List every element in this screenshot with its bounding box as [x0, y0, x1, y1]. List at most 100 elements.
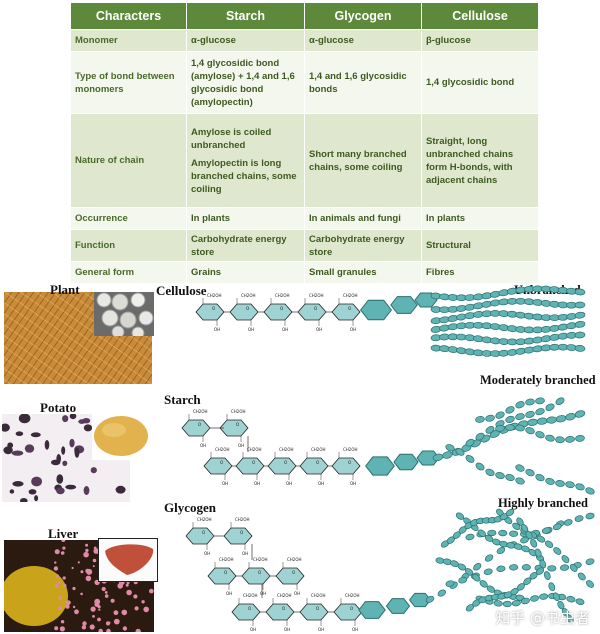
atom-label: OH [318, 481, 324, 486]
chain-bead [505, 415, 515, 424]
chain-bead [457, 563, 467, 571]
chain-bead [495, 425, 505, 432]
atom-label: O [240, 530, 243, 535]
chain-bead [525, 410, 535, 418]
chain-bead [565, 436, 575, 443]
potato-image [94, 416, 148, 456]
atom-label: CH2OH [207, 293, 222, 298]
glucose-ring [219, 419, 249, 437]
chain-monomer [385, 598, 411, 614]
atom-label: OH [248, 327, 254, 332]
atom-label: OH [352, 627, 358, 632]
starch-granule [30, 432, 41, 438]
glycogen-granule [106, 628, 111, 632]
cell-text: In plants [191, 213, 231, 224]
atom-label: O [198, 422, 201, 427]
atom-label: O [348, 460, 351, 465]
chain-bead [505, 508, 515, 517]
table-cell: α-glucose [304, 29, 422, 52]
label-highly-branched: Highly branched [498, 496, 588, 510]
table-cell: Fibres [421, 261, 539, 284]
starch-granule [61, 446, 66, 455]
chain-bead [458, 576, 468, 584]
chain-bead [515, 477, 525, 485]
atom-label: OH [242, 551, 248, 556]
starch-granule [51, 459, 61, 466]
glucose-ring [207, 567, 237, 585]
label-starch: Starch [164, 392, 201, 407]
chain-bead [495, 472, 505, 479]
table-header-row: Characters Starch Glycogen Cellulose [70, 2, 539, 30]
glycogen-granule [92, 558, 97, 563]
atom-label: CH2OH [243, 593, 258, 598]
chain-bead [525, 398, 535, 406]
atom-label: CH2OH [277, 593, 292, 598]
atom-label: OH [284, 627, 290, 632]
starch-granule [62, 415, 69, 423]
atom-label: OH [316, 327, 322, 332]
atom-label: CH2OH [345, 593, 360, 598]
cell-text: Amylose is coiled unbranched [191, 126, 272, 151]
cell-text: Amylopectin is long branched chains, som… [191, 157, 297, 195]
chain-bead [464, 568, 474, 576]
cell-text: β-glucose [426, 35, 471, 46]
chain-bead [574, 410, 586, 418]
starch-granule [74, 447, 80, 458]
glycogen-granule [92, 615, 95, 618]
chain-bead [555, 415, 567, 423]
atom-label: OH [318, 627, 324, 632]
chain-bead [565, 413, 576, 421]
chain-bead [525, 427, 535, 435]
chain-bead [585, 512, 595, 520]
chain-bead [535, 473, 545, 482]
glycogen-granule [134, 606, 139, 611]
cell-text: 1,4 glycosidic bond [426, 77, 515, 88]
label-glycogen: Glycogen [164, 500, 216, 515]
glucose-ring [203, 457, 233, 475]
glycogen-granule [101, 586, 106, 592]
chain-bead [509, 530, 519, 537]
atom-label: O [224, 570, 227, 575]
chain-bead [552, 592, 560, 602]
chain-bead [577, 572, 586, 581]
glycogen-granule [58, 596, 62, 600]
chain-bead [475, 416, 485, 423]
chain-bead [520, 597, 530, 605]
chain-bead [525, 530, 533, 540]
chain-bead [505, 474, 515, 481]
chain-bead [445, 444, 455, 452]
chain-bead [511, 599, 521, 607]
glucose-ring [195, 303, 225, 321]
chain-bead [536, 417, 548, 425]
table-cell: Carbohydrate energy store [186, 229, 305, 262]
chain-bead [555, 436, 565, 444]
cell-text: Grains [191, 267, 222, 278]
row-label: Occurrence [70, 207, 187, 230]
chain-monomer [365, 456, 395, 476]
potato-photo [92, 412, 150, 460]
atom-label: O [314, 306, 317, 311]
atom-label: CH2OH [311, 593, 326, 598]
table-cell: Carbohydrate energy store [304, 229, 422, 262]
glucose-ring [297, 303, 327, 321]
glycogen-granule [104, 591, 108, 594]
starch-granule [34, 495, 39, 502]
atom-label: OH [260, 591, 266, 596]
chain-bead [574, 288, 586, 296]
atom-label: O [202, 530, 205, 535]
chain-bead [574, 345, 586, 352]
starch-granule [15, 431, 24, 436]
glycogen-granule [89, 624, 95, 630]
chain-bead [525, 468, 535, 477]
atom-label: OH [222, 481, 228, 486]
liver-cells-image [4, 540, 154, 632]
chain-bead [483, 568, 493, 576]
glycogen-granule [56, 574, 59, 578]
chain-bead [547, 565, 557, 572]
atom-label: CH2OH [343, 447, 358, 452]
cell-text: α-glucose [309, 35, 354, 46]
